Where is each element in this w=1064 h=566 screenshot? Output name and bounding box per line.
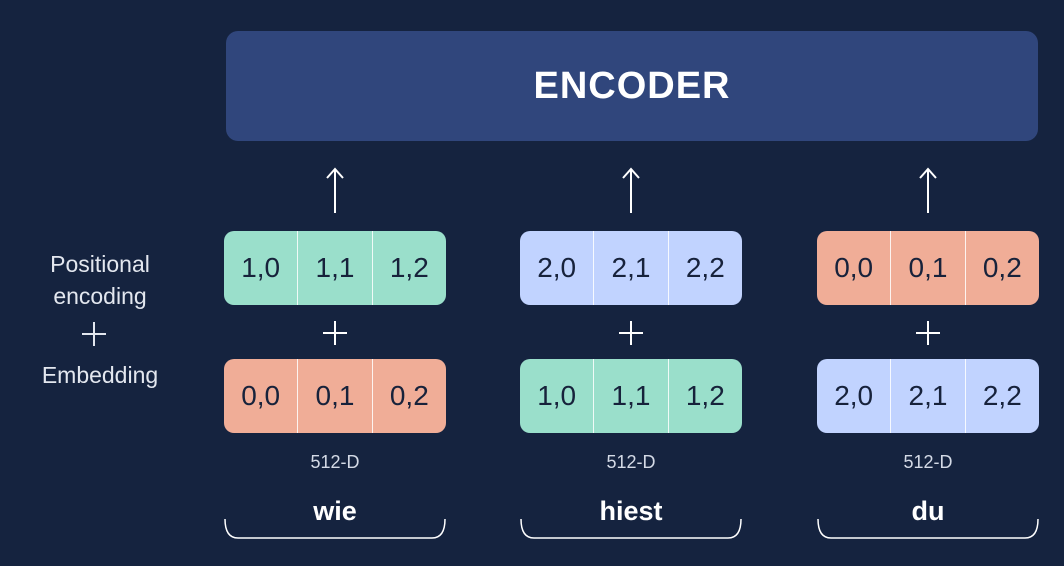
plus-icon [916,321,940,345]
vector-cell: 2,2 [685,252,725,283]
token-column-hiest: 2,0 2,1 2,2 1,0 1,1 1,2 512-D hiest [520,0,742,566]
positional-encoding-label: Positional encoding [14,248,186,312]
up-arrow-icon [622,167,640,213]
vector-cell: 0,2 [389,380,429,411]
vector-cell: 1,0 [520,359,595,433]
token-word: wie [313,496,357,526]
encoder-label: ENCODER [533,64,731,107]
positional-encoding-vector: 0,0 0,1 0,2 [817,231,1039,305]
dimension-label: 512-D [903,452,953,472]
up-arrow-icon [326,167,344,213]
plus-icon [323,321,347,345]
positional-encoding-vector: 2,0 2,1 2,2 [520,231,742,305]
positional-encoding-vector: 1,0 1,1 1,2 [224,231,446,305]
vector-cell: 1,1 [298,231,373,305]
positional-label-line2: encoding [53,283,147,309]
vector-cell: 2,0 [817,359,892,433]
dimension-label: 512-D [310,452,360,472]
embedding-vector: 1,0 1,1 1,2 [520,359,742,433]
underbrace [817,518,1039,539]
underbrace [224,518,446,539]
positional-label-line1: Positional [50,251,150,277]
underbrace [520,518,742,539]
vector-cell: 0,0 [817,231,892,305]
vector-cell: 1,0 [224,231,299,305]
vector-cell: 2,1 [594,231,669,305]
token-column-wie: 1,0 1,1 1,2 0,0 0,1 0,2 512-D wie [224,0,446,566]
vector-cell: 2,1 [891,359,966,433]
vector-cell: 0,0 [224,359,299,433]
vector-cell: 0,2 [982,252,1022,283]
vector-cell: 1,1 [594,359,669,433]
vector-cell: 2,2 [982,380,1022,411]
vector-cell: 0,1 [891,231,966,305]
up-arrow-icon [919,167,937,213]
vector-cell: 1,2 [685,380,725,411]
vector-cell: 1,2 [389,252,429,283]
legend-plus-icon [82,322,106,346]
vector-cell: 0,1 [298,359,373,433]
plus-icon [619,321,643,345]
encoder-block: ENCODER [226,31,1038,141]
token-word: hiest [599,496,663,526]
vector-cell: 2,0 [520,231,595,305]
token-column-du: 0,0 0,1 0,2 2,0 2,1 2,2 512-D du [817,0,1039,566]
embedding-label: Embedding [41,362,159,388]
dimension-label: 512-D [606,452,656,472]
embedding-vector: 0,0 0,1 0,2 [224,359,446,433]
embedding-vector: 2,0 2,1 2,2 [817,359,1039,433]
token-word: du [911,496,945,526]
